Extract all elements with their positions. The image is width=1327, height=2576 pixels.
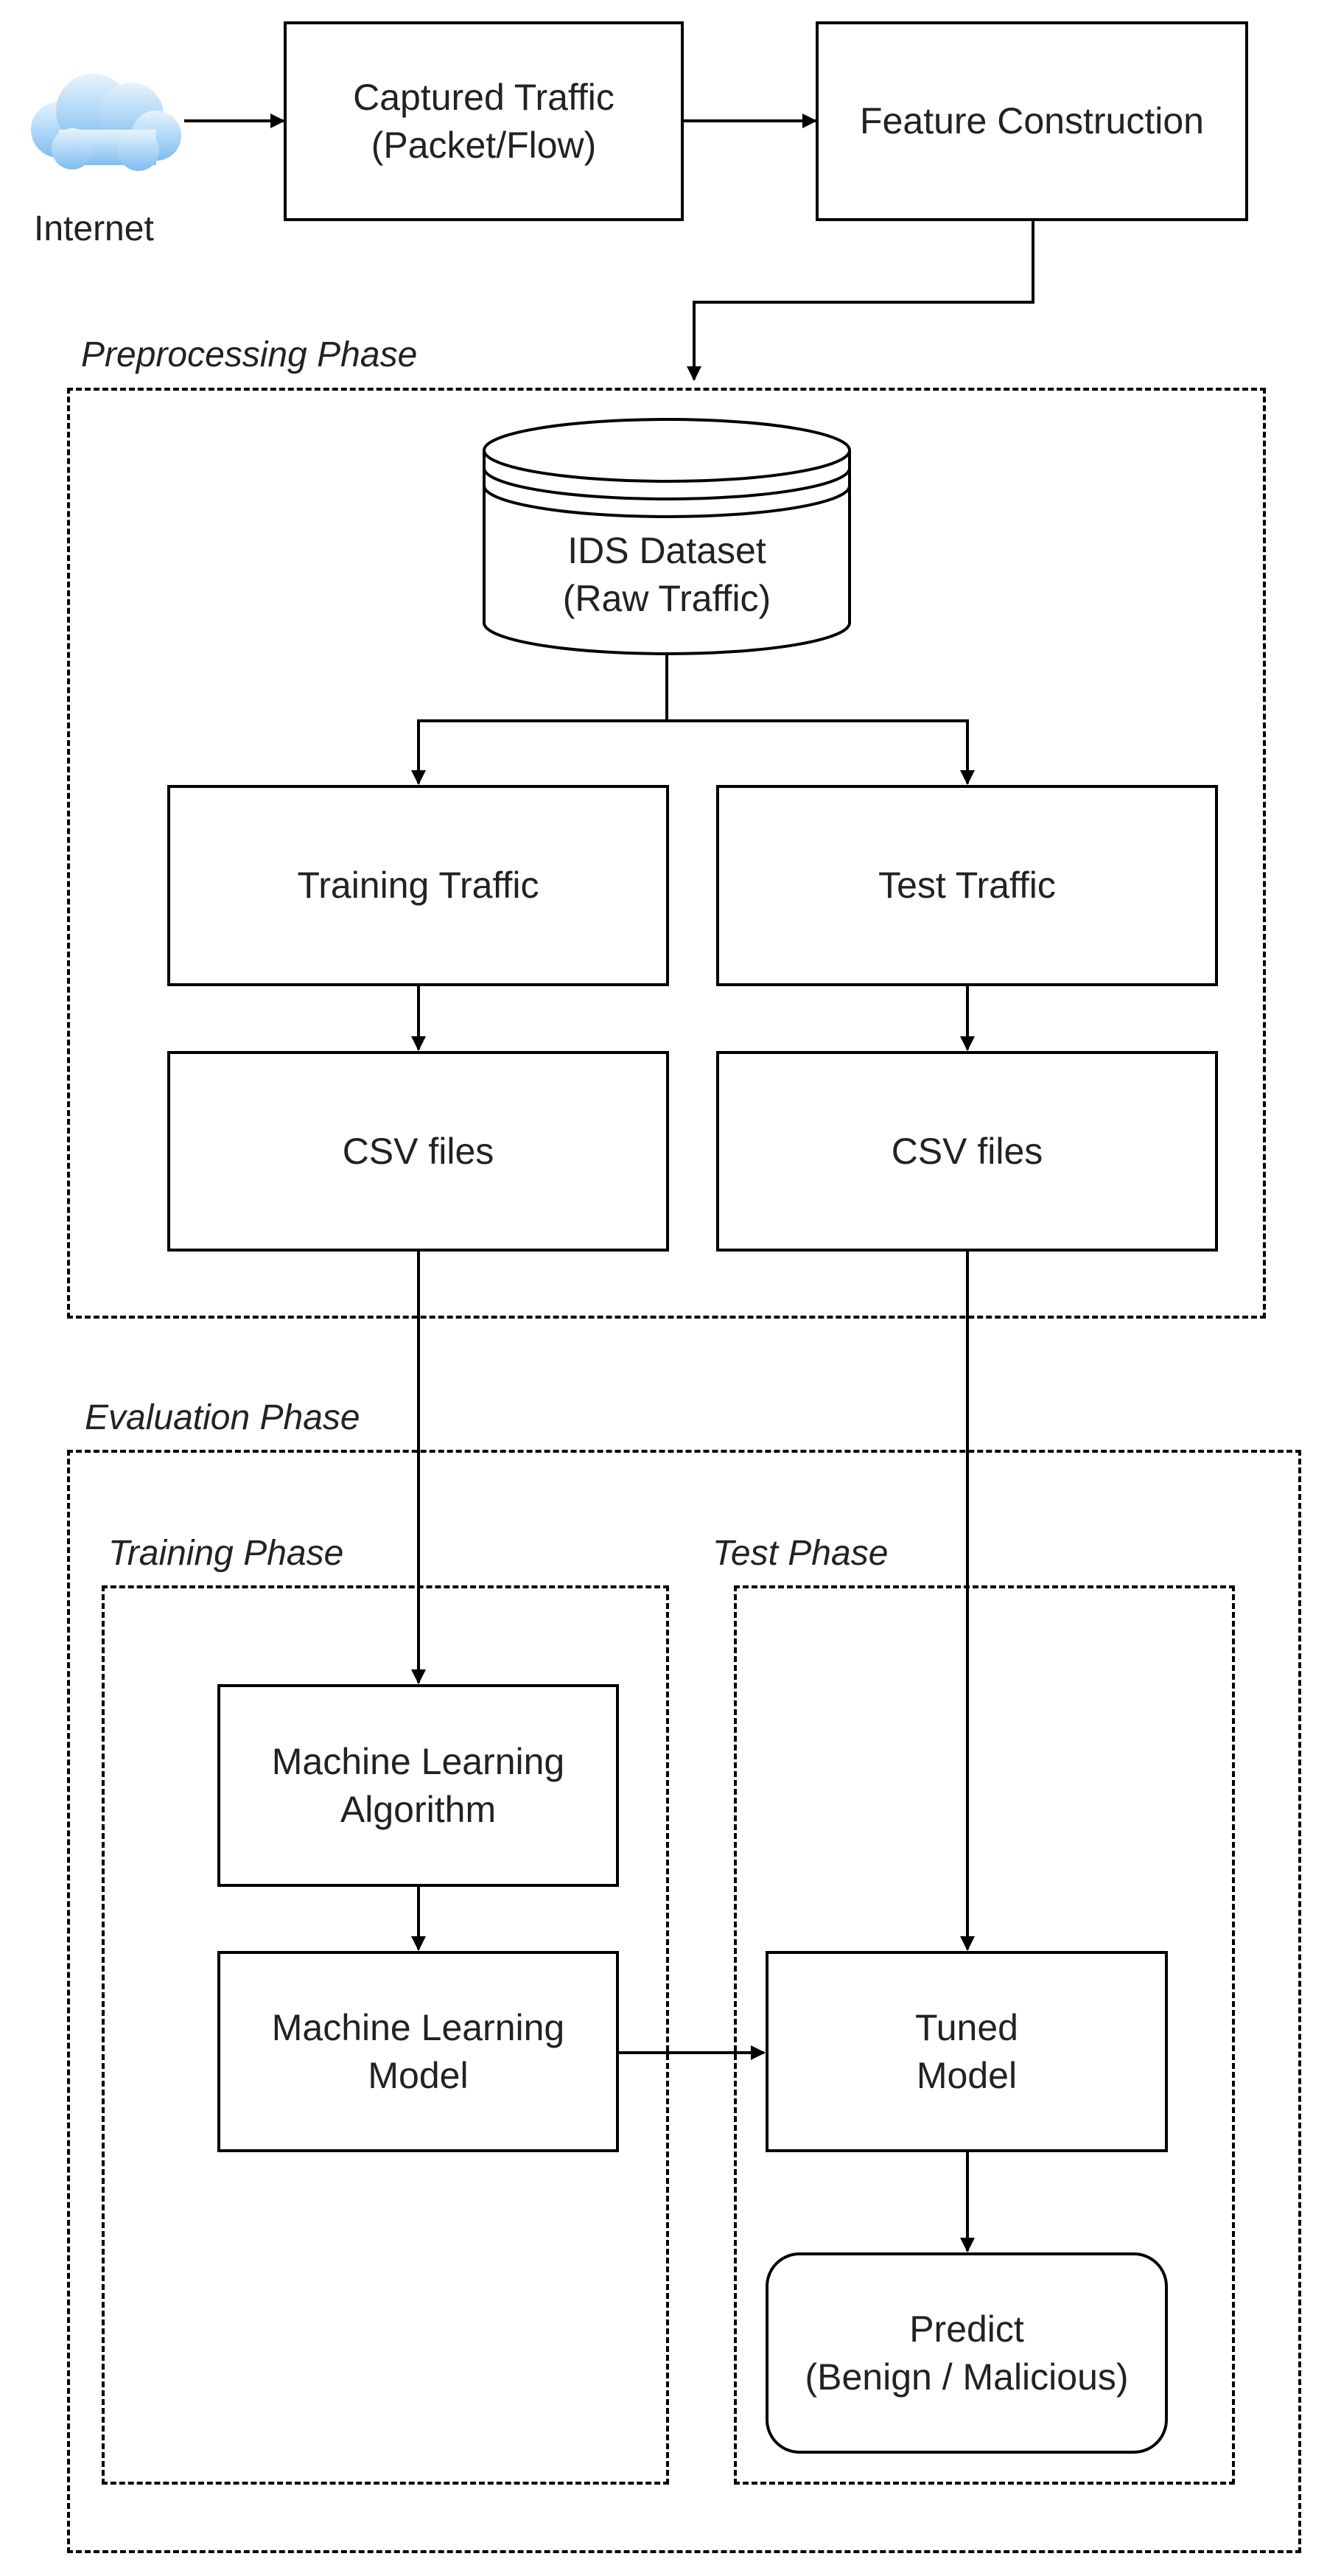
edge-dataset-test (667, 719, 975, 785)
internet-label: Internet (34, 209, 154, 248)
test-phase-region (734, 1585, 1235, 2485)
feature-construction-box: Feature Construction (816, 21, 1248, 221)
preprocessing-phase-region (67, 388, 1266, 1319)
training-traffic-box: Training Traffic (167, 785, 669, 986)
tuned-model-box: Tuned Model (766, 1951, 1168, 2152)
training-phase-label: Training Phase (108, 1534, 344, 1573)
cloud-icon (31, 74, 181, 171)
preprocessing-phase-label: Preprocessing Phase (81, 335, 418, 374)
ids-dataset-label: IDS Dataset (Raw Traffic) (562, 530, 771, 619)
ml-algorithm-box: Machine Learning Algorithm (217, 1684, 619, 1887)
training-csv-files-box: CSV files (167, 1051, 669, 1252)
test-traffic-box: Test Traffic (716, 785, 1218, 986)
database-cylinder-icon (483, 418, 851, 655)
evaluation-phase-label: Evaluation Phase (85, 1398, 360, 1437)
edge-dataset-training (411, 655, 668, 785)
ml-model-box: Machine Learning Model (217, 1951, 619, 2152)
training-phase-region (102, 1585, 669, 2485)
evaluation-phase-region (67, 1450, 1301, 2553)
predict-box: Predict (Benign / Malicious) (766, 2252, 1168, 2454)
test-phase-label: Test Phase (712, 1534, 889, 1573)
test-csv-files-box: CSV files (716, 1051, 1218, 1252)
edge-feature-preprocessing (687, 221, 1034, 381)
captured-traffic-box: Captured Traffic (Packet/Flow) (284, 21, 684, 221)
